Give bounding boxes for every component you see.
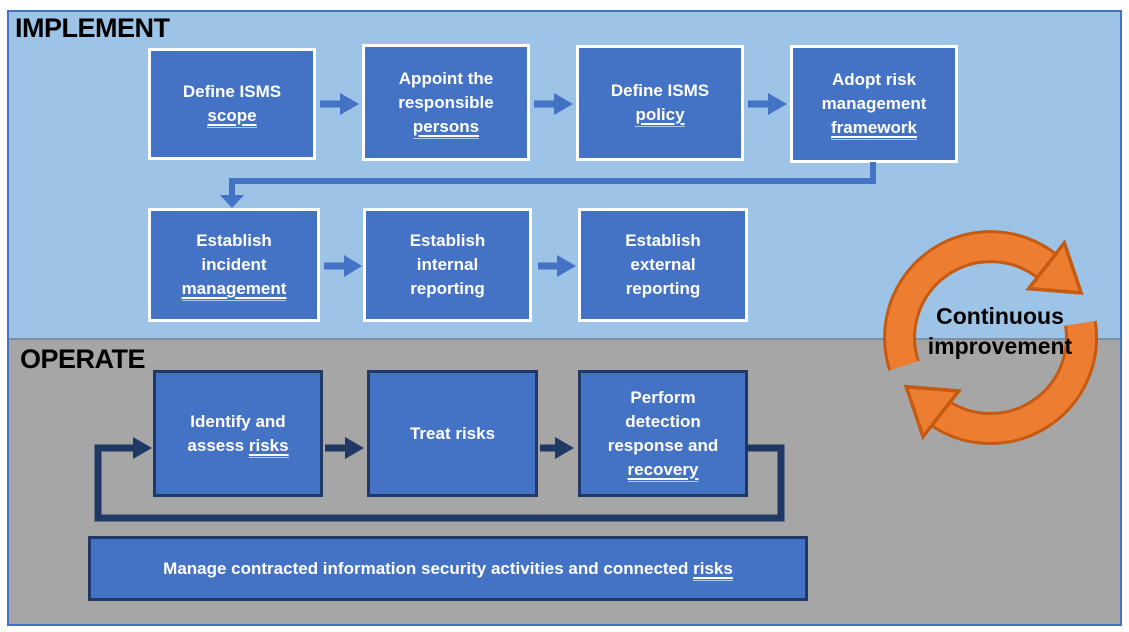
- box-establish-incident-management: Establish incident management: [148, 208, 320, 322]
- continuous-improvement-label: Continuous improvement: [927, 303, 1073, 359]
- policy-link[interactable]: policy: [635, 105, 685, 127]
- box-manage-contracted-activities: Manage contracted information security a…: [88, 536, 808, 601]
- box-text: Perform detection response and: [607, 387, 719, 455]
- box-establish-internal-reporting: Establish internal reporting: [363, 208, 532, 322]
- operate-heading: OPERATE: [20, 344, 146, 374]
- box-text: Adopt risk management: [821, 70, 927, 113]
- box-adopt-risk-management-framework: Adopt risk management framework: [790, 45, 958, 163]
- box-text: Define ISMS: [610, 81, 710, 100]
- box-appoint-responsible-persons: Appoint the responsible persons: [362, 44, 530, 161]
- box-perform-detection-response-recovery: Perform detection response and recovery: [578, 370, 748, 497]
- box-text: Treat risks: [409, 423, 496, 443]
- box-treat-risks: Treat risks: [367, 370, 538, 497]
- recovery-link[interactable]: recovery: [627, 459, 699, 482]
- box-text: Define ISMS: [182, 82, 282, 101]
- box-identify-assess-risks: Identify and assess risks: [153, 370, 323, 497]
- box-text: Establish incident: [196, 231, 272, 274]
- persons-link[interactable]: persons: [412, 116, 480, 139]
- box-define-isms-policy: Define ISMS policy: [576, 45, 744, 161]
- framework-link[interactable]: framework: [831, 118, 917, 140]
- risks-link[interactable]: risks: [693, 558, 733, 581]
- box-text: Appoint the responsible: [398, 68, 494, 112]
- scope-link[interactable]: scope: [207, 106, 257, 128]
- box-define-isms-scope: Define ISMS scope: [148, 48, 316, 160]
- management-link[interactable]: management: [181, 279, 287, 301]
- box-text: Establish external reporting: [625, 231, 701, 298]
- box-establish-external-reporting: Establish external reporting: [578, 208, 748, 322]
- implement-heading: IMPLEMENT: [15, 13, 170, 43]
- box-text: Establish internal reporting: [409, 231, 486, 298]
- risks-link[interactable]: risks: [248, 435, 289, 458]
- box-text: Manage contracted information security a…: [163, 558, 689, 578]
